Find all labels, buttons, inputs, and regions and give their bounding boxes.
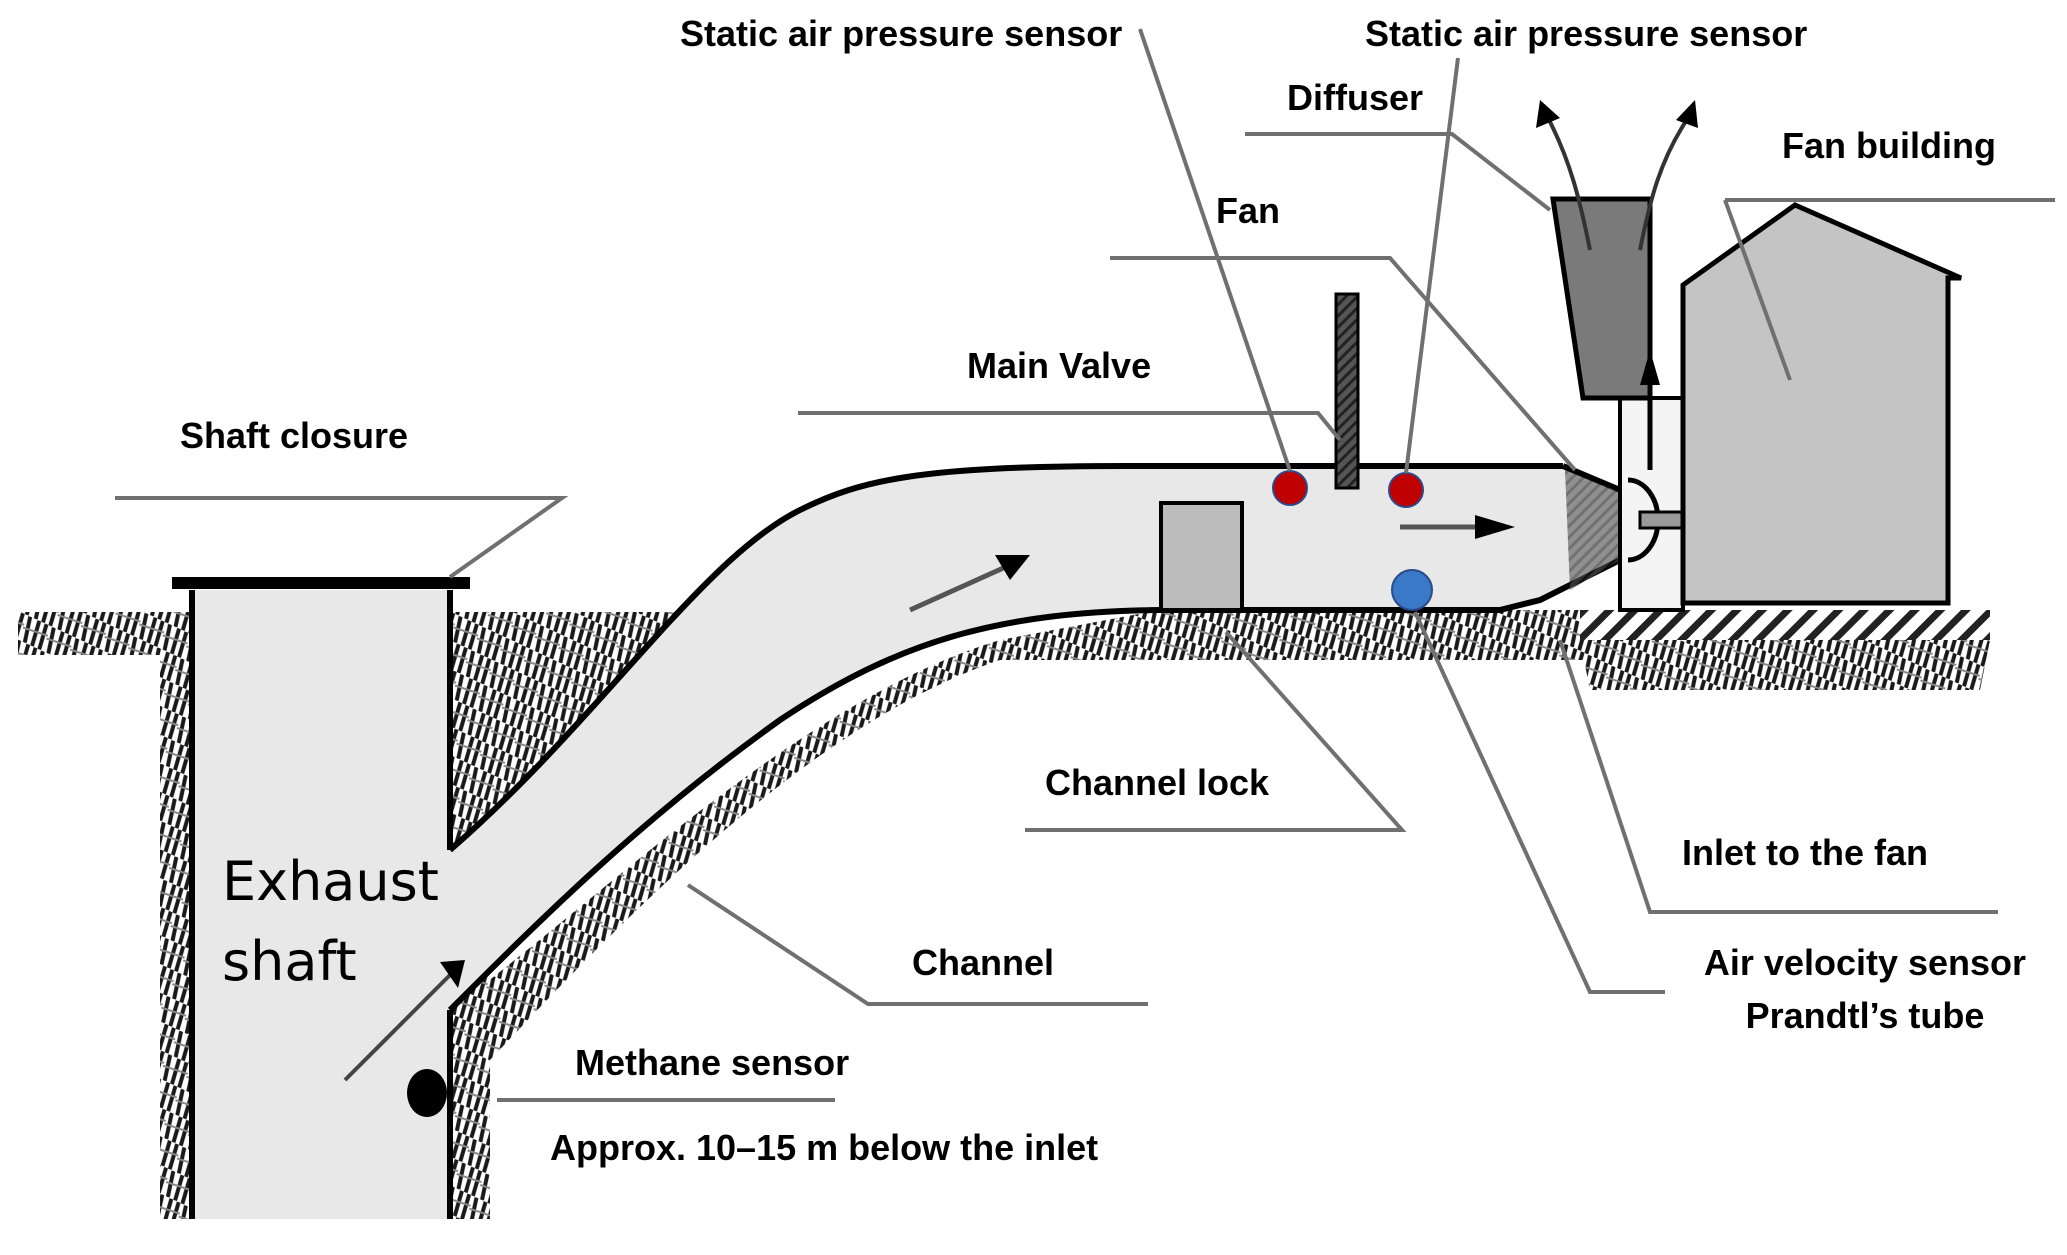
leader-static-sensor-1 bbox=[1138, 28, 1292, 472]
airflow-arrow bbox=[908, 562, 1012, 613]
label-air-velocity-sensor: Air velocity sensor bbox=[1704, 942, 2026, 983]
arrow-right-icon bbox=[1475, 515, 1515, 539]
channel-lock bbox=[1159, 501, 1244, 612]
arrow-icon bbox=[1676, 100, 1698, 128]
leader-shaft-closure bbox=[115, 496, 569, 579]
foundation-rock bbox=[1580, 640, 1990, 690]
channel-lower-rock bbox=[450, 610, 1700, 1060]
fan-shaft bbox=[1638, 510, 1685, 530]
static-pressure-sensor-1 bbox=[1272, 470, 1308, 506]
label-methane-sensor: Methane sensor bbox=[575, 1042, 849, 1083]
label-inlet-to-fan: Inlet to the fan bbox=[1682, 832, 1928, 873]
leader-static-sensor-2 bbox=[1404, 57, 1460, 474]
leader-fan bbox=[1110, 256, 1577, 472]
inlet-cone-hatch bbox=[1565, 470, 1620, 590]
arrow-icon bbox=[995, 555, 1030, 580]
label-channel-lock: Channel lock bbox=[1045, 762, 1270, 803]
building-foundation bbox=[1580, 610, 1990, 640]
leader-diffuser bbox=[1245, 132, 1552, 212]
arrow-icon bbox=[1536, 100, 1560, 128]
diffuser bbox=[1550, 196, 1653, 401]
label-prandtl-tube: Prandtl’s tube bbox=[1746, 995, 1985, 1036]
leader-air-velocity-sensor bbox=[1413, 611, 1665, 994]
main-valve bbox=[1334, 292, 1360, 490]
label-exhaust-shaft-2: shaft bbox=[222, 930, 357, 993]
label-shaft-closure: Shaft closure bbox=[180, 415, 408, 456]
leader-main-valve bbox=[798, 411, 1342, 442]
label-static-pressure-sensor-2: Static air pressure sensor bbox=[1365, 13, 1807, 54]
label-fan: Fan bbox=[1216, 190, 1280, 231]
channel-top-edge bbox=[448, 463, 1563, 853]
label-diffuser: Diffuser bbox=[1287, 77, 1423, 118]
arrow-up-icon bbox=[1640, 350, 1660, 385]
arrow-icon bbox=[440, 960, 465, 988]
air-velocity-sensor bbox=[1391, 569, 1433, 611]
channel-bottom-edge bbox=[447, 607, 1500, 1013]
label-fan-building: Fan building bbox=[1782, 125, 1996, 166]
label-exhaust-shaft: Exhaust bbox=[222, 850, 439, 913]
leader-channel bbox=[686, 883, 1148, 1006]
airflow-arrow-shaft bbox=[343, 973, 452, 1082]
label-static-pressure-sensor-1: Static air pressure sensor bbox=[680, 13, 1122, 54]
static-pressure-sensor-2 bbox=[1388, 472, 1424, 508]
channel bbox=[450, 466, 1620, 1010]
leader-channel-lock bbox=[1025, 630, 1407, 832]
label-methane-note: Approx. 10–15 m below the inlet bbox=[550, 1127, 1098, 1168]
label-main-valve: Main Valve bbox=[967, 345, 1151, 386]
leader-fan-building-pointer bbox=[1723, 199, 1792, 381]
shaft-closure-plate bbox=[172, 577, 470, 589]
exhaust-shaft bbox=[192, 590, 450, 1219]
label-channel: Channel bbox=[912, 942, 1054, 983]
fan-building bbox=[1680, 202, 1963, 606]
leader-inlet-to-fan bbox=[1558, 639, 1998, 914]
exhaust-arrow-right bbox=[1638, 116, 1690, 251]
methane-sensor bbox=[407, 1069, 447, 1117]
ground-left bbox=[18, 612, 192, 655]
shaft-wall-left bbox=[160, 612, 192, 1219]
exhaust-arrow-left bbox=[1546, 117, 1592, 251]
